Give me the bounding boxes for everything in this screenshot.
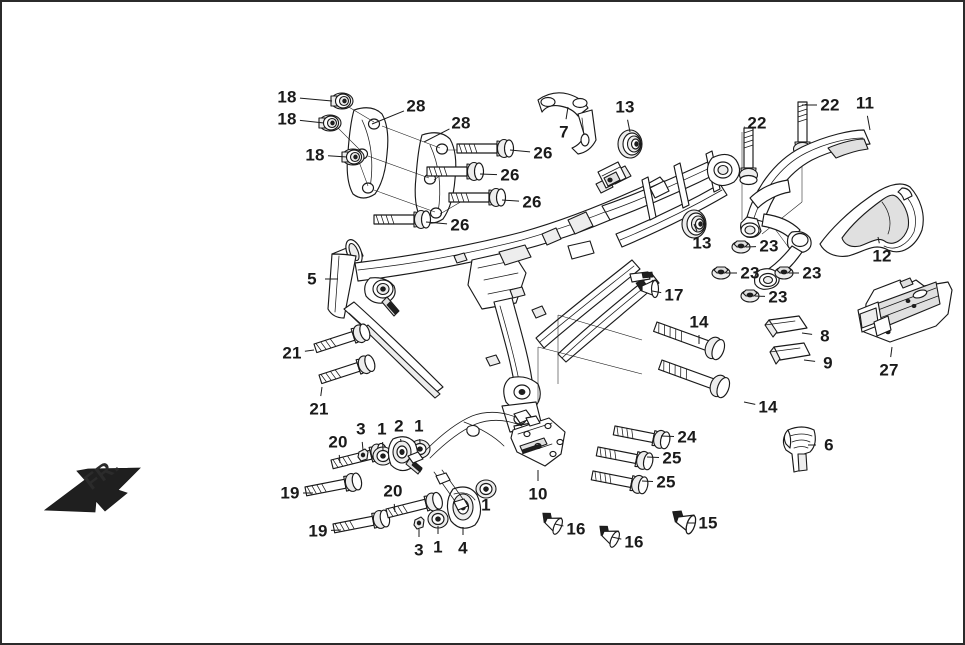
callout-number-9: 9 [823,353,833,373]
rubber-pad-9 [769,342,811,365]
callout-number-20: 20 [328,432,348,452]
leader-line-11 [866,115,871,131]
callout-number-27: 27 [879,360,899,380]
callout-number-26: 26 [522,192,542,212]
callout-number-12: 12 [872,246,892,266]
leader-line-8 [801,332,813,335]
leader-line-26 [479,173,498,176]
leader-line-13 [693,223,698,232]
leader-line-13 [627,119,631,133]
callout-number-22: 22 [747,113,767,133]
leader-line-7 [565,106,569,120]
callout-number-24: 24 [677,427,697,447]
callout-number-25: 25 [662,448,682,468]
callout-number-8: 8 [820,326,830,346]
front-direction-arrow [43,467,141,513]
callout-number-3: 3 [356,419,366,439]
leader-line-21 [304,349,315,352]
washer-3-b [413,516,425,530]
callout-number-23: 23 [768,287,788,307]
callout-number-3: 3 [414,540,424,560]
callout-number-13: 13 [692,233,712,253]
callout-number-26: 26 [450,215,470,235]
engine-mount-rubber-2 [387,436,423,475]
callout-number-18: 18 [277,87,297,107]
callout-number-19: 19 [280,483,300,503]
leader-line-28 [371,110,405,125]
leader-line-18 [299,119,325,124]
callout-number-2: 2 [394,416,404,436]
callout-number-5: 5 [307,269,317,289]
leader-line-28 [423,128,450,143]
callout-number-18: 18 [305,145,325,165]
rubber-plug-6 [782,426,816,473]
leader-line-16 [554,523,564,527]
leader-line-16 [611,536,622,540]
callout-number-19: 19 [308,521,328,541]
callout-number-21: 21 [282,343,302,363]
callout-number-23: 23 [740,263,760,283]
leader-line-18 [327,155,348,158]
callout-number-1: 1 [481,495,491,515]
callout-number-11: 11 [855,93,875,113]
callout-number-15: 15 [698,513,718,533]
callout-number-14: 14 [758,397,778,417]
callout-number-14: 14 [689,312,709,332]
washer-3-a [357,448,369,462]
main-frame-body-illustration [327,150,741,446]
callout-number-7: 7 [559,122,569,142]
callout-number-26: 26 [500,165,520,185]
leader-line-26 [501,199,520,202]
callout-number-18: 18 [277,109,297,129]
callout-number-22: 22 [820,95,840,115]
leader-line-17 [651,290,662,294]
lower-left-hardware [303,321,541,538]
callout-number-13: 13 [615,97,635,117]
callout-leader-lines [299,97,893,540]
callout-number-23: 23 [759,236,779,256]
ecu-control-unit-27 [857,277,953,343]
callout-number-28: 28 [451,113,471,133]
leader-line-27 [890,346,893,358]
step-bracket-10 [510,417,566,467]
callout-number-10: 10 [528,484,548,504]
callout-number-1: 1 [414,416,424,436]
callout-number-1: 1 [433,537,443,557]
callout-number-28: 28 [406,96,426,116]
callout-number-21: 21 [309,399,329,419]
leader-line-14 [743,401,756,405]
leader-line-18 [299,97,333,102]
callout-number-4: 4 [458,538,468,558]
leader-line-20 [338,454,341,464]
leader-line-21 [320,386,323,397]
callout-number-20: 20 [383,481,403,501]
callout-number-6: 6 [824,435,834,455]
callout-number-25: 25 [656,472,676,492]
callout-number-16: 16 [624,532,644,552]
rear-side-cover-12 [819,183,924,257]
callout-number-1: 1 [377,419,387,439]
leader-line-3 [361,441,364,451]
rubber-pad-8 [764,315,808,338]
harness-stay-sketch [407,409,541,511]
leader-line-9 [803,359,816,362]
leader-line-26 [509,149,531,153]
callout-number-16: 16 [566,519,586,539]
callout-number-26: 26 [533,143,553,163]
callout-number-17: 17 [664,285,684,305]
leader-line-26 [425,221,448,225]
leader-line-20 [393,503,396,513]
grab-rail-11 [740,129,871,290]
cable-guide-bracket-7 [537,92,597,155]
leader-line-24 [660,435,675,437]
callout-number-23: 23 [802,263,822,283]
leader-line-12 [877,236,880,244]
